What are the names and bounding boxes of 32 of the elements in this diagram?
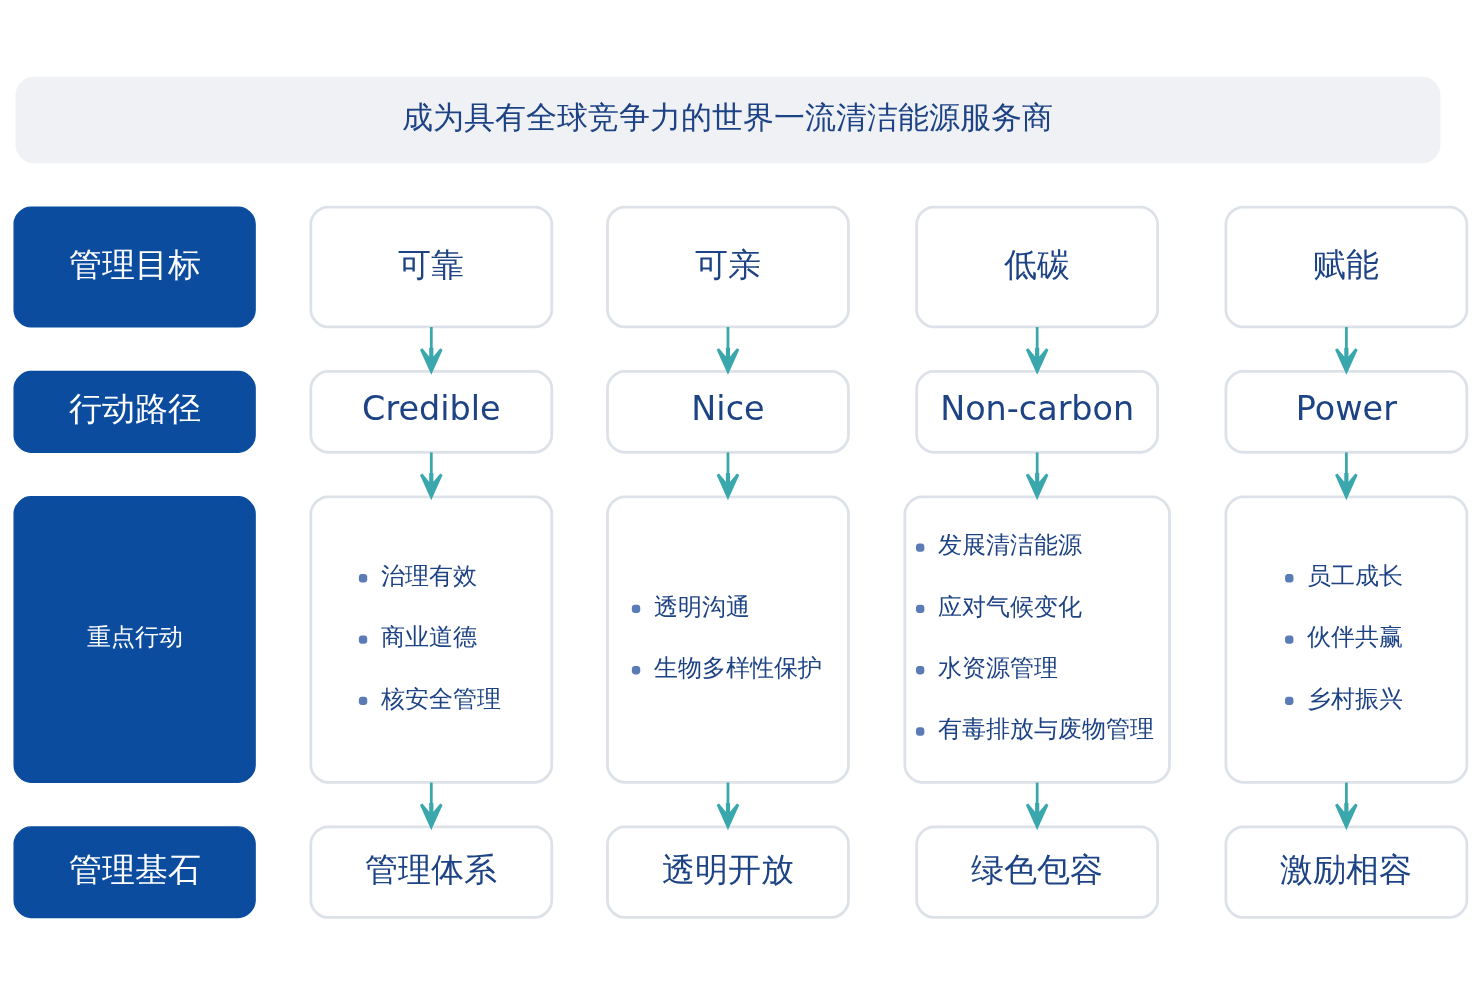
- node-box: 发展清洁能源 应对气候变化 水资源管理 有毒排放与废物管理: [903, 495, 1171, 784]
- node-box: 透明开放: [606, 825, 850, 919]
- node-box: 治理有效 商业道德 核安全管理: [309, 495, 554, 784]
- arrow: [1334, 782, 1358, 829]
- arrow: [1025, 327, 1049, 373]
- arrow: [1025, 452, 1049, 499]
- arrow: [716, 327, 740, 373]
- node-box: 管理体系: [309, 825, 554, 919]
- node-box: 绿色包容: [915, 825, 1160, 919]
- node-box: 管理基石: [13, 826, 256, 919]
- node-box: Credible: [309, 370, 554, 454]
- arrow: [1334, 452, 1358, 499]
- node-box: 赋能: [1224, 205, 1469, 329]
- node-box: 可亲: [606, 205, 850, 329]
- arrow: [419, 327, 443, 373]
- arrow: [1334, 327, 1358, 373]
- node-box: Non-carbon: [915, 370, 1160, 454]
- arrow: [716, 782, 740, 829]
- node-box: 可靠: [309, 205, 554, 329]
- node-box: 重点行动: [13, 496, 256, 784]
- node-box: Nice: [606, 370, 850, 454]
- node-box: 透明沟通 生物多样性保护: [606, 495, 850, 784]
- node-box: 激励相容: [1224, 825, 1469, 919]
- node-box: Power: [1224, 370, 1469, 454]
- node-box: 行动路径: [13, 370, 256, 453]
- arrow: [1025, 782, 1049, 829]
- arrow: [419, 782, 443, 829]
- arrow: [716, 452, 740, 499]
- node-box: 员工成长 伙伴共赢 乡村振兴: [1224, 495, 1469, 784]
- arrow: [419, 452, 443, 499]
- node-box: 管理目标: [13, 206, 256, 328]
- node-box: 低碳: [915, 205, 1160, 329]
